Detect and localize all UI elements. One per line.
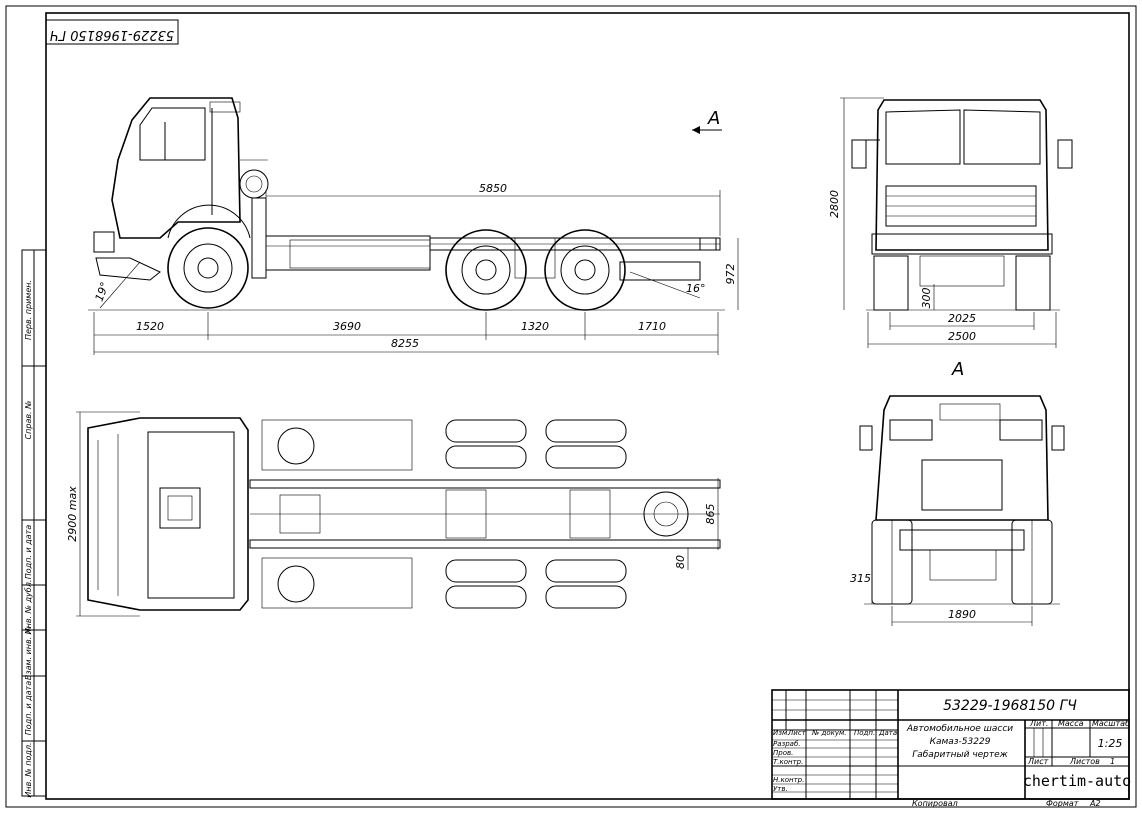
strip-label-3: Подп. и дата	[24, 525, 33, 580]
tb-doc-code: 53229-1968150 ГЧ	[943, 698, 1077, 714]
top-frame-rail-bottom	[249, 539, 721, 549]
strip-label-1: Перв. примен.	[24, 280, 33, 340]
svg-text:53229-1968150 ГЧ: 53229-1968150 ГЧ	[50, 27, 174, 42]
side-dim-1: 1520	[136, 320, 164, 333]
top-dim-width: 2900 max	[66, 486, 79, 542]
side-angle-front: 19°	[93, 280, 112, 303]
tb-h-date: Дата	[878, 729, 897, 737]
tb-role-6: Утв.	[773, 785, 788, 793]
front-mirror-left	[851, 139, 867, 169]
side-view: 19° 16° 5850 972 1520 3690 1320 1710 825…	[88, 97, 739, 355]
view-arrow-label: A	[707, 108, 720, 129]
side-rear-bumper	[619, 261, 701, 281]
front-mirror-right	[1057, 139, 1073, 169]
rear-view: A 315 1890	[850, 359, 1065, 626]
tb-format: Формат	[1046, 799, 1079, 808]
rear-dim-low: 315	[850, 572, 871, 585]
tb-role-3: Т.контр.	[773, 758, 803, 766]
tb-role-2: Пров.	[773, 749, 793, 757]
title-block: Изм. Лист № докум. Подп. Дата Разраб. Пр…	[771, 689, 1131, 808]
front-dim-clearance: 300	[920, 288, 933, 309]
top-view: 2900 max 865 80	[66, 411, 721, 617]
tb-role-5: Н.контр.	[773, 776, 804, 784]
strip-label-4: Инв. № дубл.	[24, 580, 33, 635]
tb-h-izm: Изм.	[773, 729, 789, 737]
top-spare-wheel	[643, 491, 689, 537]
side-dim-total: 8255	[391, 337, 419, 350]
rear-cab-outline	[875, 395, 1049, 521]
tb-name-3: Габаритный чертеж	[912, 750, 1008, 760]
front-bumper	[871, 233, 1053, 255]
side-air-intake	[239, 169, 269, 199]
tb-lit-label: Лит.	[1029, 719, 1048, 728]
side-strip: Перв. примен. Справ. № Подп. и дата Инв.…	[21, 249, 47, 798]
tb-sheets-label: Листов	[1069, 757, 1100, 766]
side-mid-wheel	[445, 229, 527, 311]
side-cab-outline	[111, 97, 241, 239]
front-dim-height: 2800	[828, 190, 841, 218]
strip-label-6: Подп. и дата	[24, 681, 33, 736]
side-frame-rail	[265, 235, 431, 271]
strip-label-7: Инв. № подл.	[24, 742, 33, 797]
side-front-wheel	[167, 227, 249, 309]
side-dim-3: 1320	[521, 320, 549, 333]
tb-role-1: Разраб.	[773, 740, 801, 748]
tb-h-doc: № докум.	[811, 729, 847, 737]
side-dim-2: 3690	[333, 320, 361, 333]
tb-name-2: Камаз-53229	[930, 737, 991, 747]
tb-org: chertim-auto	[1023, 772, 1131, 790]
stamp-mirrored: 53229-1968150 ГЧ	[50, 27, 174, 42]
front-dim-width: 2500	[948, 330, 976, 343]
tb-h-list: Лист	[787, 729, 807, 737]
strip-label-2: Справ. №	[24, 401, 33, 440]
side-dim-4: 1710	[638, 320, 666, 333]
stamp-box	[45, 19, 179, 45]
tb-sheet-label: Лист	[1027, 757, 1049, 766]
tb-scale-value: 1:25	[1098, 737, 1123, 750]
outer-border	[5, 5, 1137, 808]
strip-label-5: Взам. инв. №	[24, 626, 33, 680]
top-dim-small: 80	[674, 555, 687, 569]
rear-dim-track: 1890	[948, 608, 976, 621]
tb-h-sign: Подп.	[854, 729, 875, 737]
tb-sheets-value: 1	[1110, 757, 1115, 766]
top-dim-frame: 865	[704, 504, 717, 525]
side-dim-frame: 5850	[479, 182, 507, 195]
tb-name-1: Автомобильное шасси	[906, 724, 1013, 734]
rear-view-label: A	[951, 359, 964, 380]
front-cab-outline	[875, 99, 1049, 251]
side-rear-wheel	[544, 229, 626, 311]
tb-scale-label: Масштаб	[1092, 719, 1130, 728]
side-angle-rear: 16°	[686, 282, 706, 295]
front-view: 2800 300 2025 2500	[828, 97, 1073, 348]
front-dim-track: 2025	[948, 312, 976, 325]
side-cab-window	[139, 107, 206, 161]
front-wheel-left	[873, 255, 909, 311]
side-bumper	[93, 231, 115, 253]
side-dim-height: 972	[724, 264, 737, 285]
tb-copied: Копировал	[912, 799, 958, 808]
front-wheel-right	[1015, 255, 1051, 311]
inner-frame	[45, 12, 1130, 800]
tb-format-value: A2	[1089, 799, 1101, 808]
top-cab-outline	[87, 417, 249, 611]
top-frame-rail-top	[249, 479, 721, 489]
tb-mass-label: Масса	[1058, 719, 1084, 728]
